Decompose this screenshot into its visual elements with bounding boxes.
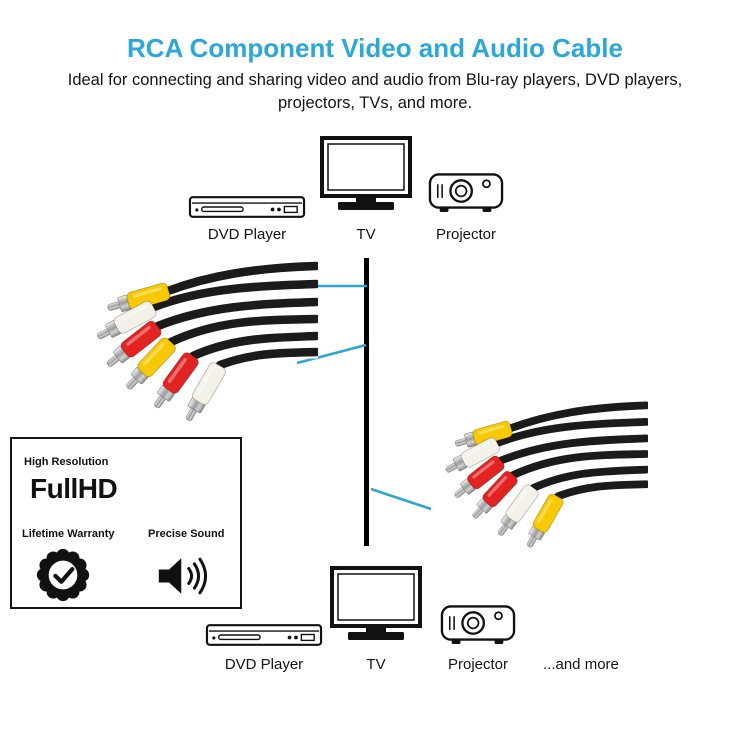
- projector-icon: [428, 173, 504, 212]
- page-title: RCA Component Video and Audio Cable: [127, 33, 623, 63]
- vertical-cable-line: [364, 258, 369, 546]
- checkmark-icon: [53, 566, 75, 584]
- tv-icon: [320, 136, 412, 210]
- dvd-player-icon: [205, 624, 323, 646]
- rca-cable-bundle-right: [442, 399, 648, 552]
- and-more-label: ...and more: [543, 656, 619, 673]
- precise-sound-label: Precise Sound: [148, 528, 225, 540]
- high-resolution-label: High Resolution: [24, 456, 109, 468]
- speaker-icon: [158, 557, 208, 595]
- projector-icon: [440, 605, 516, 644]
- tv-icon: [330, 566, 422, 640]
- warranty-badge-icon: [36, 548, 90, 602]
- page-subtitle: Ideal for connecting and sharing video a…: [67, 71, 683, 113]
- lifetime-warranty-label: Lifetime Warranty: [22, 528, 115, 540]
- top-device-label-tv: TV: [356, 226, 376, 243]
- connection-line-right: [370, 487, 432, 511]
- dvd-player-icon: [188, 196, 306, 218]
- feature-box: High Resolution FullHD Lifetime Warranty…: [10, 437, 242, 609]
- rca-cable-bundle-left: [93, 259, 318, 425]
- top-device-label-dvd: DVD Player: [207, 226, 287, 243]
- bottom-device-label-projector: Projector: [447, 656, 509, 673]
- bottom-device-label-tv: TV: [366, 656, 386, 673]
- top-device-label-projector: Projector: [435, 226, 497, 243]
- fullhd-logo: FullHD: [30, 473, 118, 504]
- bottom-device-label-dvd: DVD Player: [224, 656, 304, 673]
